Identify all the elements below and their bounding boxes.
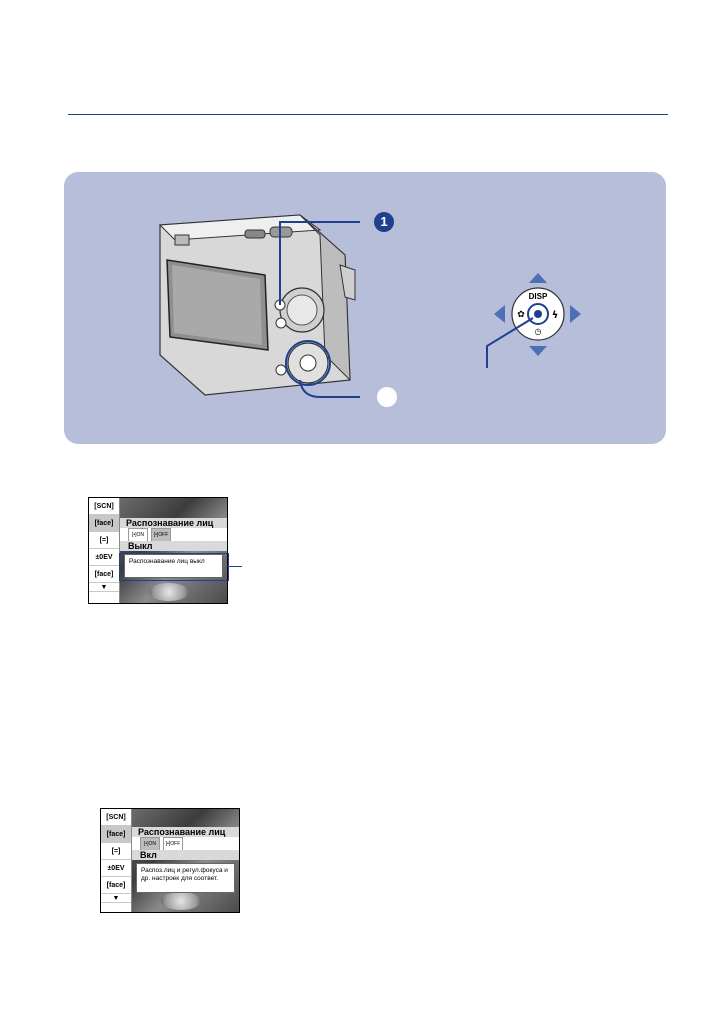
menu-item-scene[interactable]: [SCN] bbox=[101, 809, 131, 826]
help-text: Распознавание лиц выкл bbox=[124, 554, 223, 578]
help-highlight-box bbox=[119, 553, 229, 581]
header-rule bbox=[68, 114, 668, 115]
help-pointer-line bbox=[227, 566, 242, 567]
option-face-off[interactable]: [•]OFF bbox=[151, 527, 171, 542]
scroll-down-icon[interactable]: ▼ bbox=[89, 583, 119, 592]
camera-menu-screen-on: [SCN] [face] [=] ±0EV [face] ▼ Распознав… bbox=[100, 808, 240, 913]
menu-item-face-detection[interactable]: [face] bbox=[89, 515, 119, 532]
camera-illustration bbox=[158, 214, 360, 398]
control-dial-diagram: DISP ✿ ϟ ◷ bbox=[486, 273, 581, 368]
menu-title: Распознавание лиц bbox=[132, 827, 239, 837]
menu-item-scene[interactable]: [SCN] bbox=[89, 498, 119, 515]
menu-item-image-size[interactable]: [=] bbox=[89, 532, 119, 549]
help-text: Распоз.лиц и регул.фокуса и др. настроек… bbox=[136, 863, 235, 893]
menu-sidebar: [SCN] [face] [=] ±0EV [face] ▼ bbox=[101, 809, 132, 912]
camera-menu-screen-off: [SCN] [face] [=] ±0EV [face] ▼ Распознав… bbox=[88, 497, 228, 604]
svg-text:ϟ: ϟ bbox=[552, 310, 559, 321]
option-row: [•]ON [•]OFF bbox=[120, 527, 227, 542]
menu-sidebar: [SCN] [face] [=] ±0EV [face] ▼ bbox=[89, 498, 120, 603]
menu-item-exposure[interactable]: ±0EV bbox=[101, 860, 131, 877]
menu-item-face-mode[interactable]: [face] bbox=[89, 566, 119, 583]
callout-number-2: 2 bbox=[377, 387, 397, 407]
scroll-down-icon[interactable]: ▼ bbox=[101, 894, 131, 903]
current-value: Выкл bbox=[120, 541, 227, 551]
menu-item-image-size[interactable]: [=] bbox=[101, 843, 131, 860]
option-face-on[interactable]: [•]ON bbox=[128, 527, 148, 542]
svg-text:✿: ✿ bbox=[517, 310, 525, 320]
option-face-off[interactable]: [•]OFF bbox=[163, 836, 183, 851]
menu-item-exposure[interactable]: ±0EV bbox=[89, 549, 119, 566]
dial-disp-label: DISP bbox=[529, 292, 548, 301]
menu-item-face-mode[interactable]: [face] bbox=[101, 877, 131, 894]
option-row: [•]ON [•]OFF bbox=[132, 836, 239, 851]
option-face-on[interactable]: [•]ON bbox=[140, 836, 160, 851]
svg-text:◷: ◷ bbox=[535, 327, 542, 336]
current-value: Вкл bbox=[132, 850, 239, 860]
menu-title: Распознавание лиц bbox=[120, 518, 227, 528]
callout-number-1: 1 bbox=[374, 212, 394, 232]
menu-item-face-detection[interactable]: [face] bbox=[101, 826, 131, 843]
